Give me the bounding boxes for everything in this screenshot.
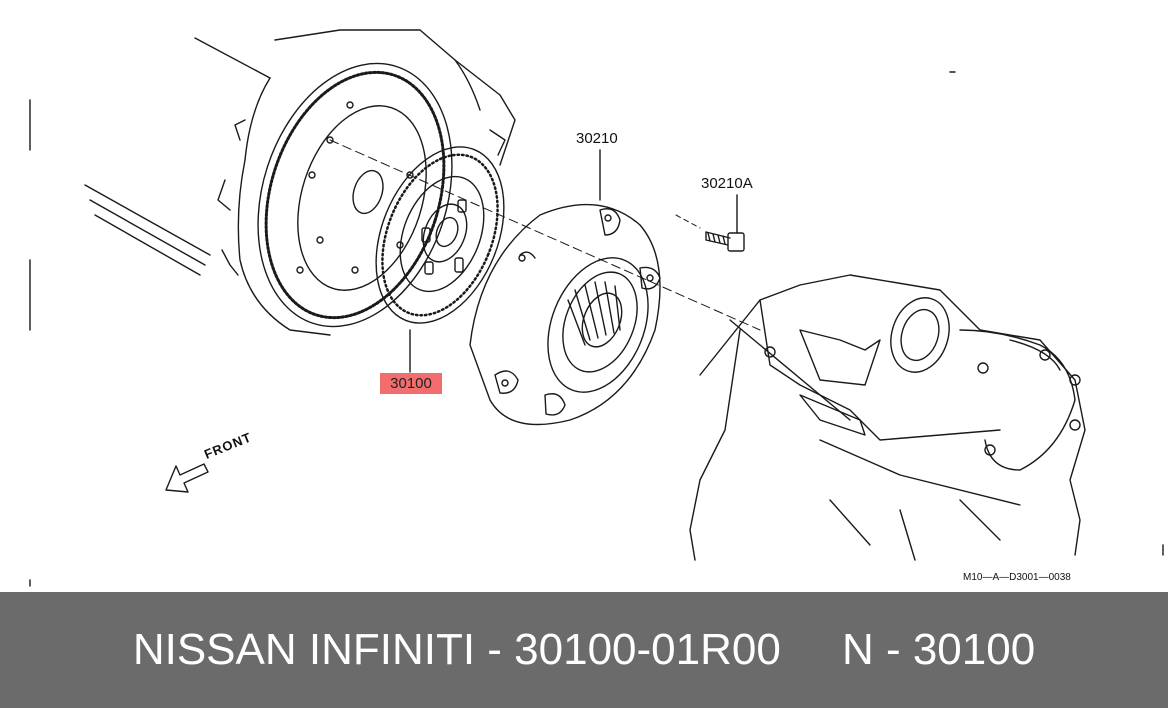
transmission-housing xyxy=(689,274,1086,561)
flywheel xyxy=(257,62,453,328)
part-number-banner: NISSAN INFINITI - 30100-01R00 N - 30100 xyxy=(0,592,1168,708)
pressure-plate-drawing xyxy=(469,203,661,426)
front-arrow-icon xyxy=(165,463,209,493)
part-number-text: NISSAN INFINITI - 30100-01R00 N - 30100 xyxy=(132,625,1036,674)
callout-pressure-plate: 30210 xyxy=(576,130,618,147)
clutch-assembly-drawing xyxy=(29,29,1164,587)
engine-block xyxy=(29,29,516,336)
exploded-diagram: 30210 30210A 30100 FRONT M10—A—D3001—003… xyxy=(29,29,1164,587)
diagram-reference-code: M10—A—D3001—0038 xyxy=(963,572,1071,583)
clutch-disc-drawing xyxy=(375,146,505,324)
callout-clutch-disc-highlighted[interactable]: 30100 xyxy=(380,373,442,394)
callout-bolt: 30210A xyxy=(701,175,753,192)
bolt-drawing xyxy=(675,194,745,252)
